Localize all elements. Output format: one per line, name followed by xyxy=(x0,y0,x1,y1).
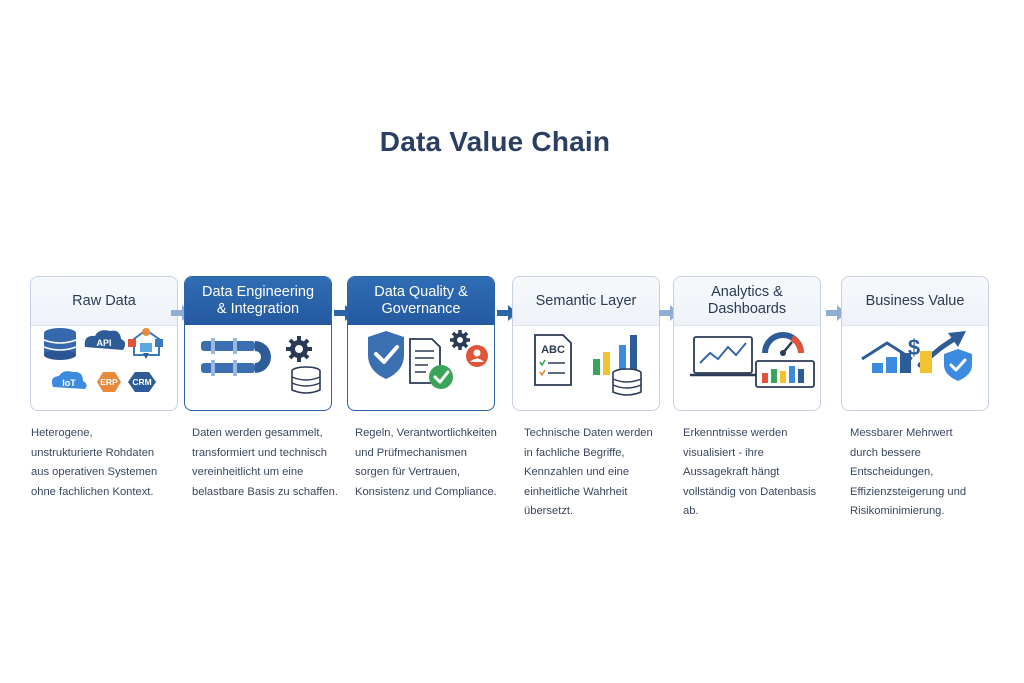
bar-chart-icon xyxy=(593,335,637,375)
database-icon xyxy=(612,368,642,396)
network-icon xyxy=(128,328,163,359)
crm-label: CRM xyxy=(132,377,151,387)
stage-description: Heterogene, unstrukturierte Rohdaten aus… xyxy=(31,427,158,498)
erp-label: ERP xyxy=(100,377,118,387)
crm-icon: CRM xyxy=(128,372,156,392)
gear-icon xyxy=(286,336,312,362)
user-icon xyxy=(466,345,488,367)
stage-description: Regeln, Verantwortlichkeiten und Prüfmec… xyxy=(355,427,497,498)
stage-raw-data: Raw Data API IoT xyxy=(30,276,178,411)
api-label: API xyxy=(96,338,111,348)
stage-data-quality: Data Quality & Governance xyxy=(347,276,495,411)
line-chart-icon xyxy=(690,336,756,377)
gear-icon xyxy=(450,330,470,350)
stage-title: Raw Data xyxy=(31,277,177,326)
stage-description: Technische Daten werden in fachliche Beg… xyxy=(524,427,653,517)
stage-title: Analytics & Dashboards xyxy=(674,277,820,326)
iot-cloud-icon: IoT xyxy=(51,371,87,389)
gauge-icon xyxy=(762,332,804,356)
stage-title: Data Engineering & Integration xyxy=(185,277,331,325)
stage-analytics-dashboards: Analytics & Dashboards xyxy=(673,276,821,411)
page-title: Data Value Chain xyxy=(379,126,611,157)
database-icon xyxy=(43,328,77,360)
stage-title: Business Value xyxy=(842,277,988,326)
abc-document-icon: ABC xyxy=(534,334,572,386)
stage-title: Data Quality & Governance xyxy=(348,277,494,325)
checkmark-icon xyxy=(429,365,453,389)
stage-description: Daten werden gesammelt, transformiert un… xyxy=(192,427,338,498)
shield-check-icon xyxy=(368,331,404,379)
iot-label: IoT xyxy=(62,378,76,388)
stage-business-value: Business Value $ xyxy=(841,276,989,411)
stage-title: Semantic Layer xyxy=(513,277,659,326)
database-icon xyxy=(291,366,321,394)
api-icon: API xyxy=(84,330,126,350)
shield-check-icon xyxy=(944,349,972,381)
erp-icon: ERP xyxy=(97,372,121,392)
stage-description: Erkenntnisse werden visualisiert - ihre … xyxy=(683,427,817,517)
stage-semantic-layer: Semantic Layer ABC xyxy=(512,276,660,411)
stage-data-engineering: Data Engineering & Integration xyxy=(184,276,332,411)
stage-description: Messbarer Mehrwert durch bessere Entsche… xyxy=(850,427,967,517)
bar-chart-icon xyxy=(755,360,815,388)
abc-label: ABC xyxy=(541,344,565,356)
bar-chart-icon xyxy=(872,351,932,373)
pipeline-icon xyxy=(201,338,271,376)
